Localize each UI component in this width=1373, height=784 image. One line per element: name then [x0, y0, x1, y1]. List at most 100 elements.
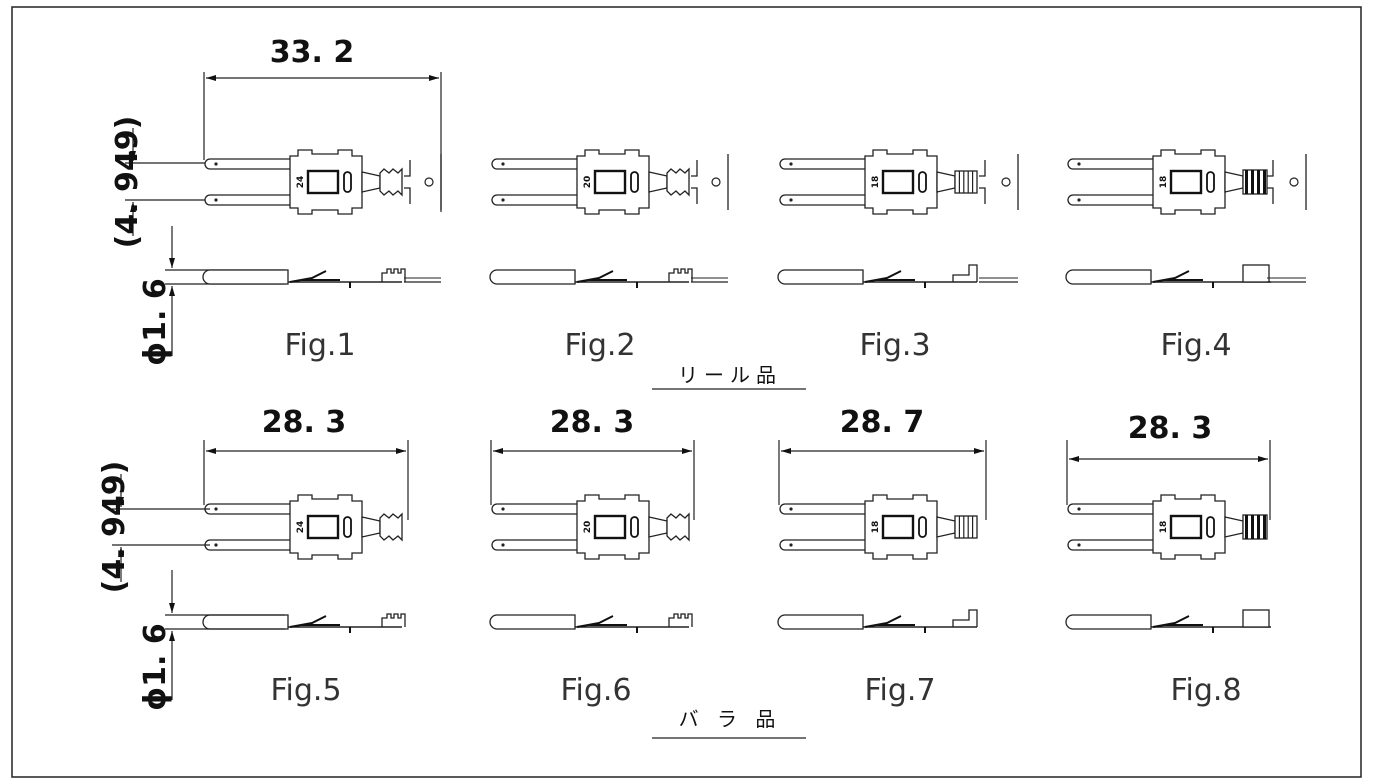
- side-pin: [777, 614, 864, 630]
- terminal-window: [1169, 514, 1203, 540]
- terminal-window: [306, 169, 340, 195]
- carrier-link: [979, 160, 986, 204]
- terminal-window: [593, 169, 627, 195]
- terminal-marking: 20: [583, 521, 593, 534]
- terminal-fig7: 18: [777, 494, 978, 633]
- terminal-fig5: 24: [202, 494, 406, 633]
- terminal-neck: [936, 516, 956, 538]
- side-barrel: [952, 609, 978, 627]
- terminal-neck: [1224, 516, 1244, 538]
- pin-tip: [1077, 198, 1081, 202]
- barrel-bar: [1257, 515, 1260, 539]
- side-barrel: [668, 268, 693, 282]
- carrier-hole: [424, 177, 434, 187]
- side-pin: [489, 614, 576, 630]
- pin: [1067, 503, 1156, 515]
- pin: [1067, 194, 1156, 206]
- pin-tip: [214, 543, 218, 547]
- dimension-diameter-row2: ϕ1. 6: [138, 570, 285, 711]
- pin-tip: [214, 162, 218, 166]
- figure-label-4: Fig.4: [1160, 328, 1231, 363]
- terminal-slot: [343, 171, 352, 193]
- side-lance: [1152, 615, 1203, 628]
- pin: [491, 158, 580, 170]
- terminal-fig2: 20: [489, 149, 729, 288]
- side-barrel: [381, 268, 406, 282]
- terminal-slot: [918, 171, 927, 193]
- side-pin: [1065, 269, 1152, 285]
- pin-tip: [789, 162, 793, 166]
- pin: [1067, 539, 1156, 551]
- dimension-text-row2-pitch: (4. 949): [97, 461, 132, 594]
- pin-tip: [501, 198, 505, 202]
- barrel-bar: [1257, 170, 1260, 194]
- side-lance: [289, 270, 340, 283]
- terminal-window: [881, 169, 915, 195]
- terminal-fig1: 24: [202, 149, 442, 288]
- side-lance: [576, 270, 627, 283]
- terminal-slot: [1206, 171, 1215, 193]
- terminal-neck: [361, 516, 381, 538]
- pin-tip: [214, 507, 218, 511]
- terminal-neck: [361, 171, 381, 193]
- barrel-bar: [1263, 515, 1266, 539]
- dimension-length-fig8: 28. 3: [1066, 411, 1271, 520]
- side-barrel: [952, 264, 978, 282]
- barrel-bar: [1251, 515, 1254, 539]
- crimp-barrel: [379, 167, 403, 197]
- dimension-text-fig7-length: 28. 7: [840, 405, 924, 440]
- terminal-slot: [343, 516, 352, 538]
- terminal-slot: [630, 171, 639, 193]
- terminal-marking: 24: [296, 176, 306, 189]
- dimension-text-row1-pitch: (4. 949): [110, 116, 145, 249]
- side-barrel: [1242, 609, 1270, 628]
- carrier-link: [404, 160, 411, 204]
- terminal-window: [306, 514, 340, 540]
- terminal-marking: 20: [583, 176, 593, 189]
- barrel-bar: [1251, 170, 1254, 194]
- dimension-text-row1-length: 33. 2: [270, 35, 354, 70]
- pin: [779, 539, 868, 551]
- carrier-hole: [711, 177, 721, 187]
- terminal-neck: [1224, 171, 1244, 193]
- terminal-marking: 24: [296, 521, 306, 534]
- crimp-barrel: [954, 170, 978, 194]
- terminal-marking: 18: [1159, 176, 1169, 189]
- terminal-neck: [936, 171, 956, 193]
- pin-tip: [501, 507, 505, 511]
- pin-tip: [501, 162, 505, 166]
- pin: [1067, 158, 1156, 170]
- side-pin: [202, 269, 289, 285]
- dimension-text-row1-diameter: ϕ1. 6: [138, 278, 173, 365]
- side-pin: [1065, 614, 1152, 630]
- figure-label-7: Fig.7: [864, 673, 935, 708]
- pin: [779, 503, 868, 515]
- terminal-window: [1169, 169, 1203, 195]
- dimension-length-fig7: 28. 7: [778, 405, 987, 520]
- figure-label-1: Fig.1: [284, 328, 355, 363]
- pin: [204, 503, 293, 515]
- terminal-fig6: 20: [489, 494, 693, 633]
- dimension-pitch-row2: (4. 949): [97, 461, 210, 594]
- carrier-link: [691, 160, 698, 204]
- side-barrel: [668, 613, 693, 627]
- drawing-border: [11, 6, 1362, 778]
- barrel-bar: [1245, 170, 1248, 194]
- dimension-text-fig8-length: 28. 3: [1128, 411, 1212, 446]
- figure-label-3: Fig.3: [859, 328, 930, 363]
- side-lance: [1152, 270, 1203, 283]
- pin: [779, 158, 868, 170]
- pin: [204, 158, 293, 170]
- section-title-loose: バ ラ 品: [679, 707, 782, 731]
- side-pin: [489, 269, 576, 285]
- dimension-text-fig6-length: 28. 3: [550, 405, 634, 440]
- dimension-text-row2-diameter: ϕ1. 6: [138, 623, 173, 710]
- figure-label-6: Fig.6: [560, 673, 631, 708]
- carrier-link: [1267, 160, 1274, 204]
- side-barrel: [1242, 264, 1270, 283]
- pin: [491, 194, 580, 206]
- side-pin: [202, 614, 289, 630]
- terminal-slot: [630, 516, 639, 538]
